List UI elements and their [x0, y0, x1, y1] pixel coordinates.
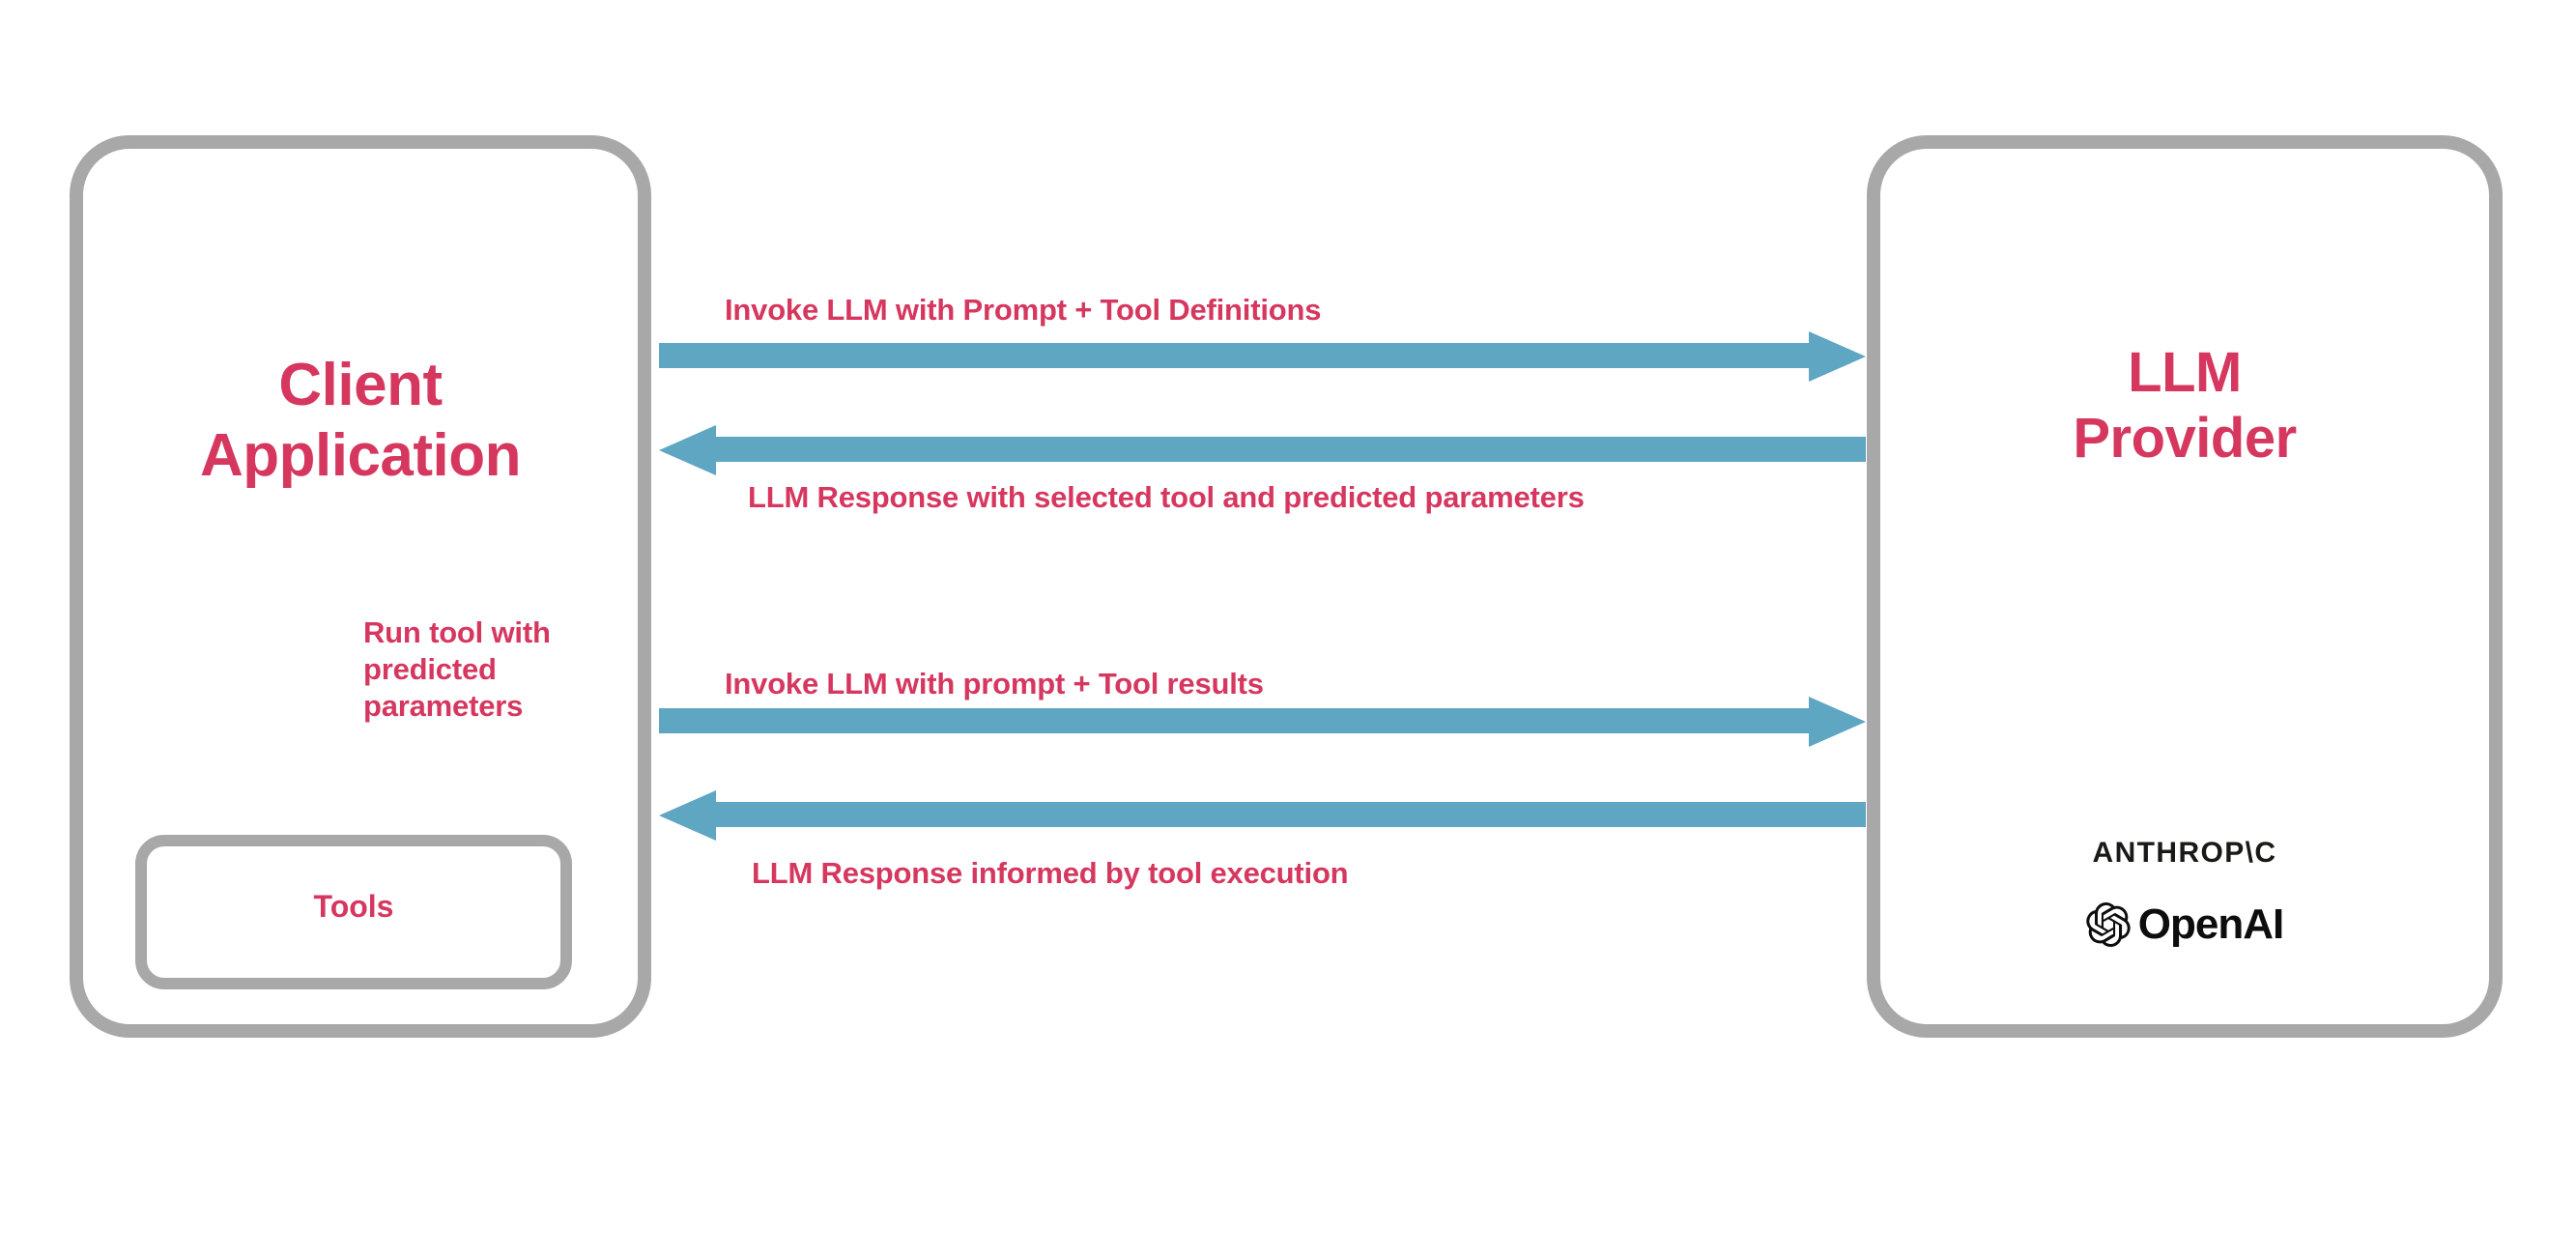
edge-label-run-tool: Run tool with predicted parameters	[363, 615, 551, 723]
client-title-line-1: Client	[278, 352, 443, 418]
edge-label-invoke-2: Invoke LLM with prompt + Tool results	[725, 667, 1264, 700]
edge-label-response-2: LLM Response informed by tool execution	[752, 856, 1349, 890]
arrow-response-2	[659, 790, 1866, 841]
arrow-invoke-1	[659, 331, 1866, 382]
anthropic-logo: ANTHROP\C	[2092, 837, 2277, 869]
llm-provider-node[interactable]	[1867, 135, 2503, 1038]
provider-title-line-1: LLM	[2128, 341, 2242, 404]
openai-blossom-icon	[2086, 902, 2131, 947]
arrow-response-1	[659, 425, 1866, 475]
edge-label-invoke-1: Invoke LLM with Prompt + Tool Definition…	[725, 293, 1322, 327]
arrow-invoke-2	[659, 697, 1866, 747]
openai-logo: OpenAI	[1867, 901, 2503, 949]
openai-wordmark: OpenAI	[2137, 901, 2284, 948]
provider-title-line-2: Provider	[2073, 407, 2297, 471]
client-title-line-2: Application	[199, 422, 522, 490]
edge-label-response-1: LLM Response with selected tool and pred…	[748, 480, 1585, 514]
tools-node[interactable]	[135, 835, 572, 989]
tools-label: Tools	[313, 889, 394, 924]
llm-provider-title: LLM Provider	[1875, 340, 2495, 472]
client-application-title: Client Application	[77, 350, 644, 491]
